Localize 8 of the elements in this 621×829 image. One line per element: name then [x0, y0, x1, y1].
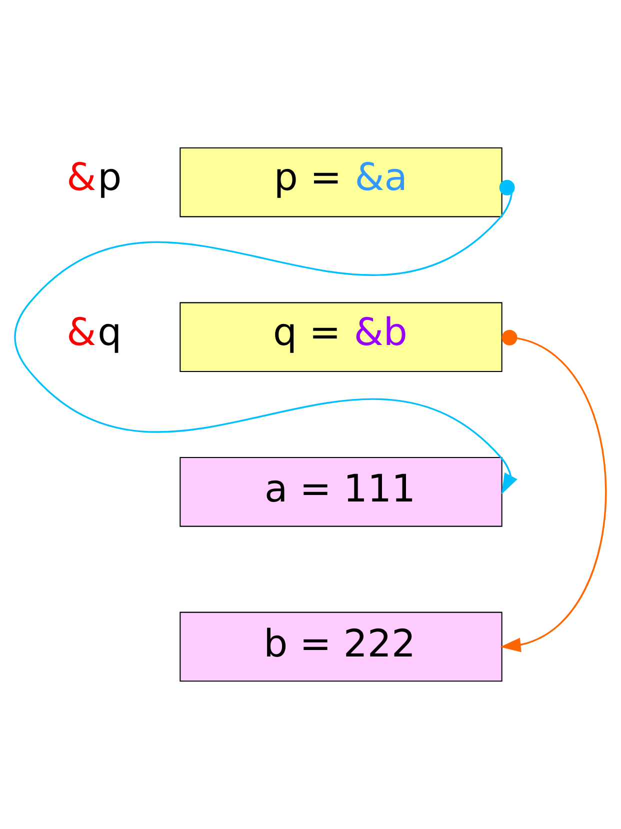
arrow	[500, 330, 607, 652]
node-box: a = 111	[180, 457, 502, 527]
node-label: &p	[66, 155, 122, 200]
node-label: &q	[66, 310, 122, 354]
node-box: q = &b	[180, 302, 502, 372]
node-box: b = 222	[180, 612, 502, 682]
arrow	[14, 180, 518, 494]
node-box: p = &a	[180, 147, 502, 218]
